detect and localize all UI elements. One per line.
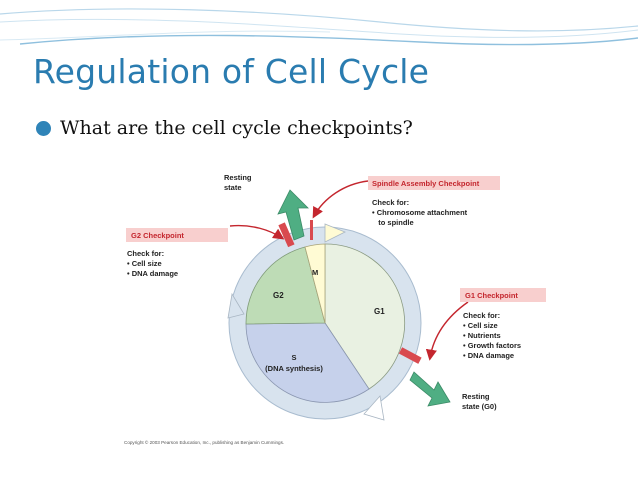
g2-check-for-label: Check for: [127,249,164,258]
phase-g2-label: G2 [273,291,284,300]
g1-checkpoint-title: G1 Checkpoint [465,291,518,300]
resting-state-g0-label: Resting state (G0) [462,392,497,411]
phase-m-label: M [312,268,318,277]
phase-g2-wedge [245,246,326,325]
ring-arrowhead-bottom [363,395,385,421]
g2-checkpoint-title: G2 Checkpoint [131,231,184,240]
resting-arrow-top [277,189,309,241]
spindle-check-for-label: Check for: [372,198,409,207]
phase-g1-label: G1 [374,307,385,316]
g1-check-items: • Cell size • Nutrients • Growth factors… [463,321,523,360]
ring-arrowhead-left [227,292,245,319]
phase-s-sublabel: (DNA synthesis) [265,364,323,373]
g2-check-items: • Cell size • DNA damage [127,259,178,278]
g1-pointer-arrow [425,301,469,361]
bullet-dot-icon [36,120,51,136]
phase-s-wedge [245,322,370,403]
g2-pointer-arrow [229,224,285,240]
decorative-swoosh [0,8,638,46]
bullet-text: What are the cell cycle checkpoints? [60,117,413,139]
spindle-checkpoint-marker [310,220,313,240]
phase-m-wedge [304,243,326,324]
slide-title: Regulation of Cell Cycle [33,52,430,91]
phase-s-label: S [291,353,296,362]
cell-cycle-figure: M G2 G1 S (DNA synthesis) Resting state … [118,166,550,452]
spindle-checkpoint-box [368,176,500,190]
spindle-checkpoint-title: Spindle Assembly Checkpoint [372,179,480,188]
bullet-item: What are the cell cycle checkpoints? [36,117,413,139]
g2-checkpoint-box [126,228,228,242]
cell-cycle-diagram: M G2 G1 S (DNA synthesis) Resting state … [118,166,546,445]
ring-arrowhead-top [324,223,346,243]
g1-check-for-label: Check for: [463,311,500,320]
g2-checkpoint-marker [278,222,295,248]
resting-arrow-g0 [409,371,451,407]
g1-checkpoint-box [460,288,546,302]
copyright-text: Copyright © 2003 Pearson Education, Inc.… [124,439,284,445]
spindle-check-items: • Chromosome attachment to spindle [118,166,486,227]
spindle-pointer-arrow [312,180,369,219]
resting-state-top-label: Resting state [224,173,254,192]
g1-checkpoint-marker [398,347,422,364]
